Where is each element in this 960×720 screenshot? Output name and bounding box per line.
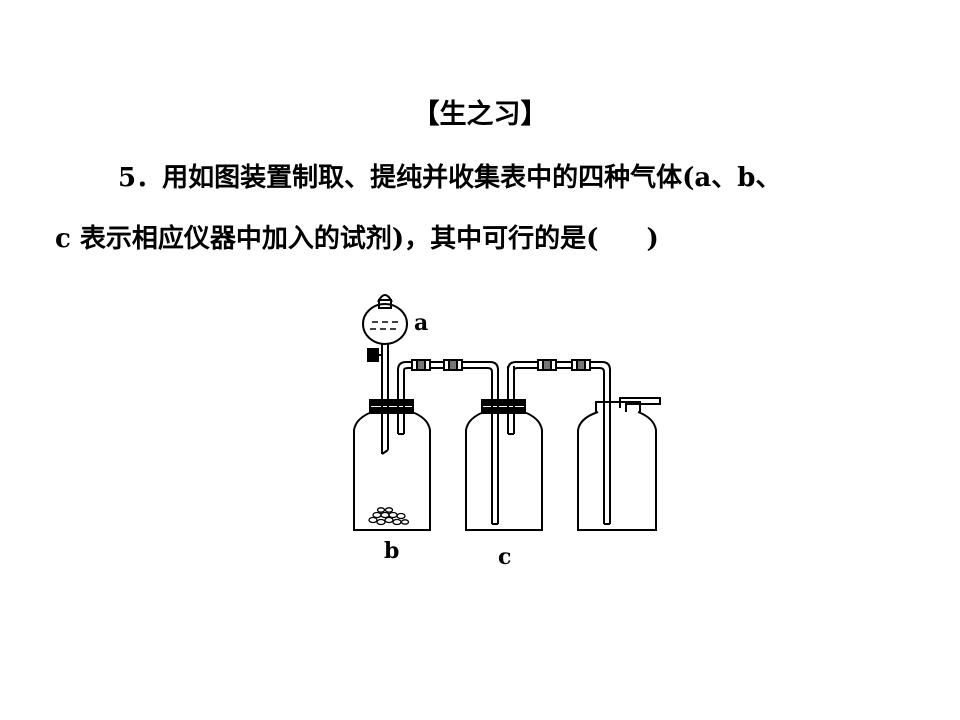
question-number: 5．: [118, 163, 163, 193]
question-text-1: 用如图装置制取、提纯并收集表中的四种气体(a、b、: [162, 163, 782, 193]
reaction-bottle-b: [353, 370, 431, 531]
apparatus-figure: a b: [353, 294, 661, 570]
label-b: b: [384, 538, 399, 564]
collection-bottle: [577, 397, 661, 531]
label-c: c: [498, 544, 511, 570]
question-text-2: c 表示相应仪器中加入的试剂)，其中可行的是(: [55, 224, 599, 254]
connecting-tube-1: [397, 359, 499, 525]
question-close-paren: ): [646, 224, 659, 254]
label-a: a: [414, 310, 428, 336]
wash-bottle-c: [465, 366, 543, 531]
section-heading: 【生之习】: [412, 99, 548, 130]
question-line-2: c 表示相应仪器中加入的试剂)，其中可行的是(): [55, 219, 935, 259]
connecting-tube-2: [507, 359, 611, 525]
question-line-1: 5．用如图装置制取、提纯并收集表中的四种气体(a、b、: [118, 158, 938, 198]
separatory-funnel: [362, 294, 408, 455]
stopcock-handle: [367, 348, 379, 362]
